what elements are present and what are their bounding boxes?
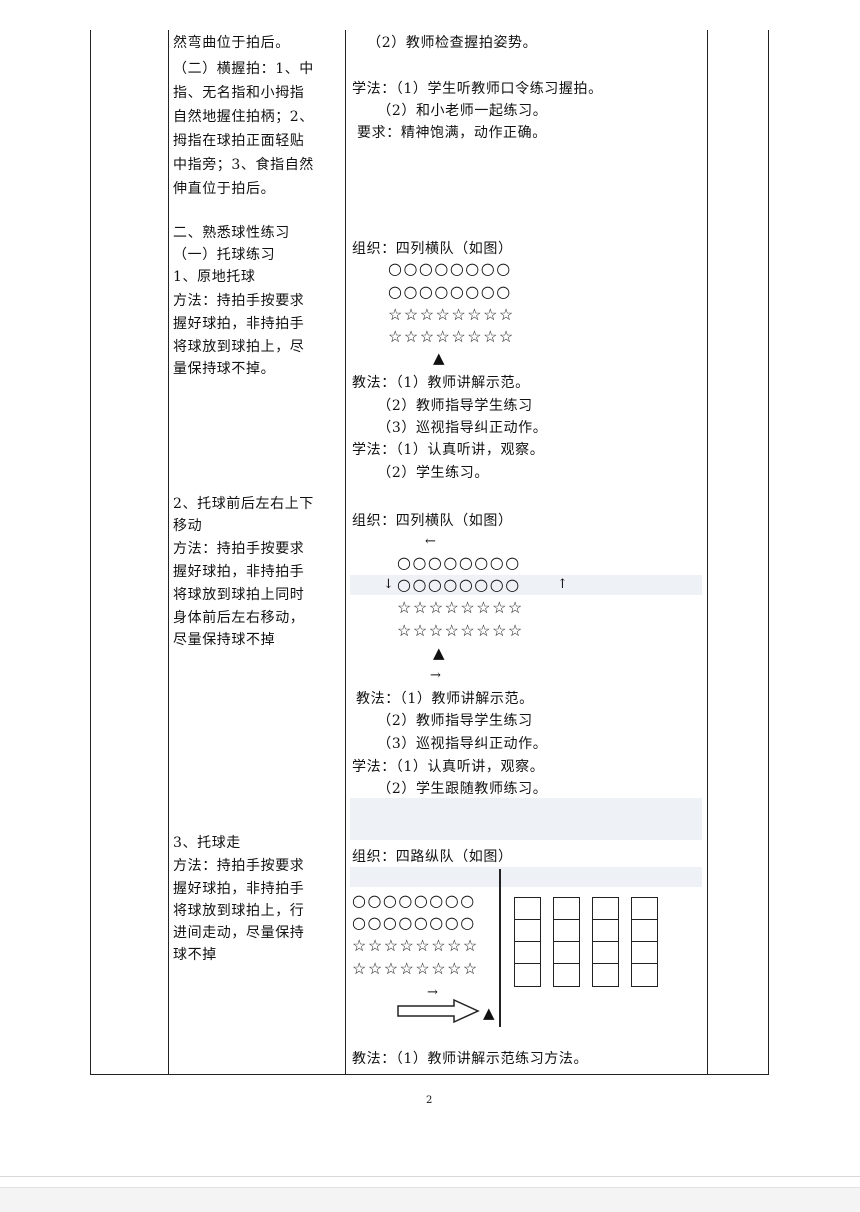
text-line: （3）巡视指导纠正动作。 [352,736,548,752]
text-line: 方法：持拍手按要求 [173,541,305,557]
circle-row: ○○○○○○○○ [388,282,512,301]
arrow-up-icon: ↑ [557,577,568,592]
arrow-right-icon: → [430,668,441,683]
text-line: 拇指在球拍正面轻贴 [173,133,305,149]
lesson-table [90,30,769,1075]
star-row: ☆☆☆☆☆☆☆☆ [352,959,479,978]
text-line: （2）教师指导学生练习 [352,713,533,729]
text-line: 方法：持拍手按要求 [173,293,305,309]
column-divider [345,30,346,1074]
text-line: （2）教师指导学生练习 [352,398,533,414]
text-line: 将球放到球拍上，尽 [173,339,305,355]
text-line: 学法：（1）学生听教师口令练习握拍。 [352,81,603,97]
student-column-grid [553,897,580,987]
text-line: 二、熟悉球性练习 [173,225,290,241]
text-line: 握好球拍，非持拍手 [173,881,305,897]
text-line: 尽量保持球不掉 [173,632,276,648]
page-edge [0,1176,860,1177]
teacher-marker-icon: ▲ [433,644,445,662]
text-line: 自然地握住拍柄；2、 [173,109,314,125]
text-line: 量保持球不掉。 [173,361,276,377]
star-row: ☆☆☆☆☆☆☆☆ [388,305,515,324]
text-line: （2）学生跟随教师练习。 [352,781,548,797]
text-line: 球不掉 [173,947,217,963]
text-line: （二）横握拍：1、中 [173,61,314,77]
student-column-grid [631,897,658,987]
organization-title: 组织：四列横队（如图） [352,241,513,257]
arrow-left-icon: ← [425,534,436,549]
highlight-band [350,575,702,595]
highlight-band [350,798,702,840]
text-line: 将球放到球拍上，行 [173,903,305,919]
text-line: 然弯曲位于拍后。 [173,35,290,51]
circle-row: ○○○○○○○○ [397,553,521,572]
organization-title: 组织：四路纵队（如图） [352,849,513,865]
text-line: 1、原地托球 [173,269,256,285]
organization-title: 组织：四列横队（如图） [352,513,513,529]
page-number: 2 [426,1095,433,1106]
circle-row: ○○○○○○○○ [388,259,512,278]
text-line: 学法：（1）认真听讲，观察。 [352,759,545,775]
teacher-marker-icon: ▲ [483,1004,495,1022]
arrow-right-icon: → [427,985,438,1000]
text-line: 方法：持拍手按要求 [173,858,305,874]
move-direction-arrow-icon [397,998,480,1024]
text-line: 3、托球走 [173,835,241,851]
text-line: 握好球拍，非持拍手 [173,316,305,332]
text-line: （3）巡视指导纠正动作。 [352,420,548,436]
text-line: 伸直位于拍后。 [173,181,276,197]
text-line: 教法：（1）教师讲解示范练习方法。 [352,1051,589,1067]
student-column-grid [514,897,541,987]
text-line: 指、无名指和小拇指 [173,85,305,101]
star-row: ☆☆☆☆☆☆☆☆ [388,327,515,346]
arrow-down-icon: ↓ [383,577,394,592]
text-line: 要求：精神饱满，动作正确。 [352,125,547,141]
text-line: 2、托球前后左右上下 [173,496,314,512]
text-line: 教法：（1）教师讲解示范。 [356,691,534,707]
court-line [499,869,501,1027]
circle-row: ○○○○○○○○ [352,891,476,910]
text-line: 中指旁；3、食指自然 [173,157,314,173]
circle-row: ○○○○○○○○ [397,575,521,594]
text-line: 将球放到球拍上同时 [173,587,305,603]
text-line: （一）托球练习 [173,247,276,263]
text-line: （2）教师检查握拍姿势。 [352,35,538,51]
text-line: 握好球拍，非持拍手 [173,564,305,580]
circle-row: ○○○○○○○○ [352,913,476,932]
text-line: 身体前后左右移动， [173,610,305,626]
text-line: （2）和小老师一起练习。 [352,103,548,119]
star-row: ☆☆☆☆☆☆☆☆ [397,621,524,640]
student-column-grid [592,897,619,987]
text-line: 移动 [173,518,203,534]
column-divider [707,30,708,1074]
star-row: ☆☆☆☆☆☆☆☆ [397,598,524,617]
text-line: （2）学生练习。 [352,465,489,481]
column-divider [168,30,169,1074]
text-line: 学法：（1）认真听讲，观察。 [352,442,545,458]
text-line: 教法：（1）教师讲解示范。 [352,375,530,391]
highlight-band [350,867,702,887]
text-line: 进间走动，尽量保持 [173,925,305,941]
star-row: ☆☆☆☆☆☆☆☆ [352,936,479,955]
teacher-marker-icon: ▲ [433,349,445,367]
viewer-bottom-band [0,1187,860,1212]
